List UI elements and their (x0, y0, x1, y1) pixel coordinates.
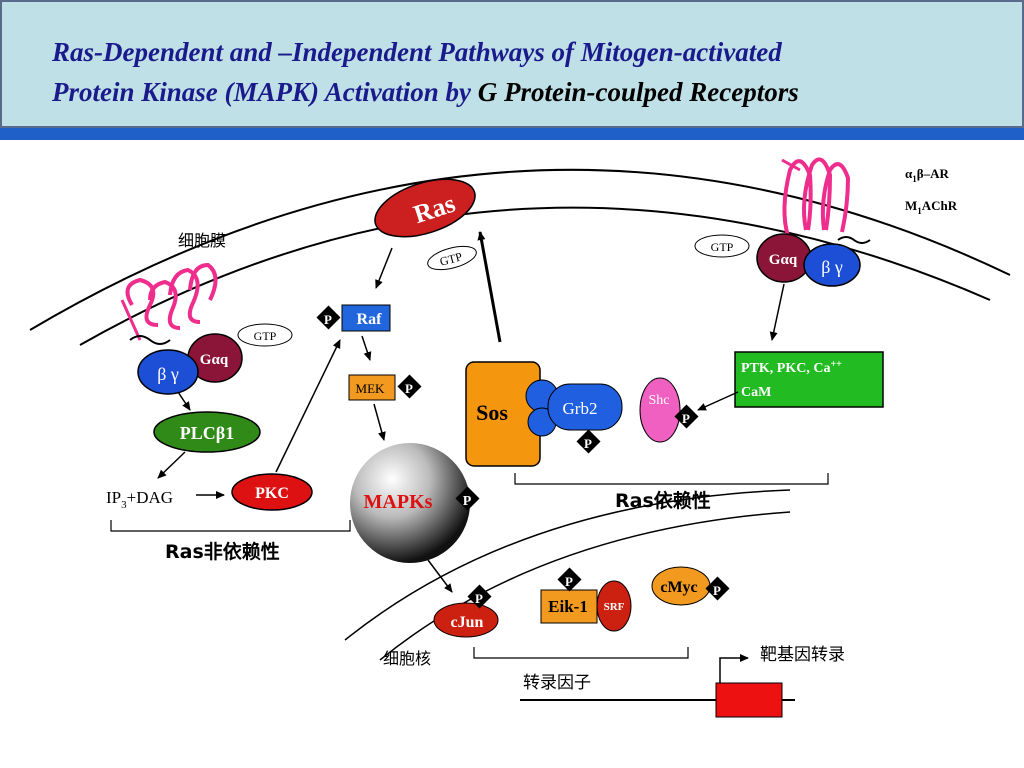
membrane-label: 细胞膜 (178, 231, 226, 250)
shc-label: Shc (649, 393, 670, 408)
arrow-gbg-to-plc (177, 391, 191, 411)
right-galphaq-label: Gαq (769, 252, 798, 268)
pkc-label: PKC (255, 485, 289, 502)
nucleus-label: 细胞核 (383, 649, 431, 668)
receptor-m1-achr: M1AChR (905, 198, 958, 216)
cjun-label: cJun (451, 614, 484, 631)
raf (341, 304, 391, 332)
left-receptor (120, 262, 218, 341)
cell-membrane-outer (29, 168, 1011, 331)
title-bar: Ras-Dependent and –Independent Pathways … (0, 0, 1024, 128)
mapks-label: MAPKs (364, 491, 433, 513)
title-line-2b: G Protein-coulped Receptors (477, 77, 799, 107)
title-line-1: Ras-Dependent and –Independent Pathways … (52, 37, 782, 67)
arrow-mapk-to-cjun (427, 559, 453, 593)
grb2-phospho: P (576, 429, 601, 454)
srf (596, 580, 632, 632)
transcription-start-arrow (719, 654, 749, 683)
arrow-pkc-to-raf (275, 339, 341, 473)
receptor-alpha1-ar: α1β–AR (905, 166, 950, 184)
shc (639, 377, 681, 443)
eik-phospho: P (557, 567, 582, 592)
ptk-pkc-ca-cam (734, 351, 884, 408)
srf-label: SRF (604, 601, 625, 613)
grb2 (525, 379, 623, 437)
svg-text:P: P (324, 312, 332, 327)
plc-beta1 (153, 411, 261, 453)
ras-gtp-label: GTP (438, 249, 464, 268)
ptk-line-1: PTK, PKC, Ca++ (741, 359, 842, 376)
title-rule (0, 128, 1024, 140)
right-receptor (781, 157, 851, 237)
mek-label: MEK (356, 381, 386, 396)
raf-label: Raf (357, 311, 383, 328)
svg-text:P: P (463, 494, 472, 509)
grb2-label: Grb2 (563, 399, 598, 418)
left-receptor-tail (129, 335, 171, 345)
title-line-2a: Protein Kinase (MAPK) Activation by (52, 77, 478, 107)
nuclear-membrane-outer (344, 489, 791, 641)
arrow-mek-to-mapk (373, 403, 386, 441)
arrow-ras-to-raf (375, 247, 393, 289)
left-beta-gamma-label: β γ (157, 364, 179, 384)
ras-independent-label: Ras非依赖性 (165, 540, 280, 563)
arrow-gq-to-ptk (769, 283, 785, 341)
arrow-raf-to-mek (361, 335, 372, 361)
right-gtp (694, 234, 750, 258)
transcription-factors-bracket (473, 647, 689, 659)
arrow-plc-to-ip3 (157, 451, 186, 479)
svg-text:P: P (405, 381, 413, 396)
ptk-line-2: CaM (741, 385, 771, 400)
cjun (433, 602, 499, 638)
arrow-sos-to-ras (477, 231, 502, 343)
ras-independent-bracket (110, 520, 351, 532)
mek (348, 374, 396, 401)
sos-label: Sos (476, 400, 508, 425)
svg-text:P: P (713, 583, 721, 598)
gene-box (715, 682, 783, 718)
svg-text:P: P (475, 591, 483, 606)
mapks (350, 443, 470, 563)
raf-phospho: P (316, 305, 341, 330)
left-gtp (237, 323, 293, 347)
right-gtp-label: GTP (711, 240, 734, 254)
left-beta-gamma (137, 349, 199, 395)
arrow-ptk-to-shc (697, 391, 739, 411)
pkc (231, 473, 313, 511)
svg-text:P: P (584, 436, 592, 451)
mapks-phospho: P (455, 486, 480, 511)
eik-1-label: Eik-1 (548, 597, 588, 616)
svg-text:P: P (682, 411, 690, 426)
svg-text:P: P (565, 574, 573, 589)
left-galphaq-label: Gαq (200, 352, 229, 368)
cmyc-label: cMyc (660, 579, 697, 596)
ip3-dag: IP3+DAG (106, 488, 173, 511)
ras-gtp (427, 245, 477, 271)
ras-dependent-bracket (514, 473, 829, 485)
cell-membrane-inner (79, 206, 991, 346)
transcription-factors-label: 转录因子 (523, 673, 591, 693)
right-beta-gamma-label: β γ (821, 257, 843, 277)
target-gene-label: 靶基因转录 (760, 645, 845, 665)
slide-title: Ras-Dependent and –Independent Pathways … (52, 32, 1012, 112)
mek-phospho: P (397, 374, 422, 399)
right-receptor-tail (837, 236, 871, 244)
plc-label: PLCβ1 (180, 423, 234, 443)
ras (374, 178, 476, 238)
right-beta-gamma (803, 243, 861, 287)
nuclear-membrane-inner (379, 511, 791, 661)
ras-dependent-label: Ras依赖性 (615, 489, 711, 512)
left-gtp-label: GTP (254, 329, 277, 343)
